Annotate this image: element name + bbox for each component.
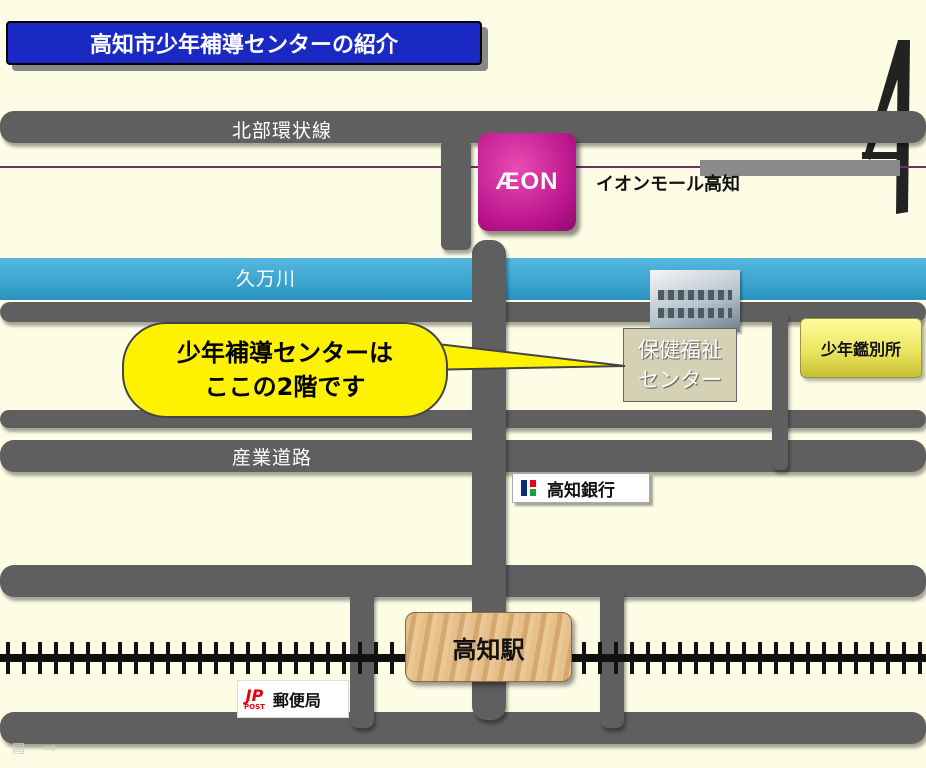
page-title: 高知市少年補導センターの紹介 (6, 21, 482, 65)
road-vertical-kanbetsu (772, 312, 788, 470)
hoken-line1: 保健福祉 (638, 338, 722, 362)
river-label: 久万川 (236, 268, 297, 290)
kochi-bank: 高知銀行 (512, 473, 650, 503)
callout-line2: ここの2階です (204, 373, 366, 401)
bank-label: 高知銀行 (547, 480, 615, 501)
road-lower (0, 565, 926, 597)
kanbetsusho-label: 少年鑑別所 (800, 318, 922, 378)
river-kuma (0, 258, 926, 300)
road-hokubu (0, 111, 926, 143)
slide-next-icon[interactable]: ⇨ (44, 738, 58, 757)
road-bottom (0, 712, 926, 744)
post-logo-icon: JP POST (244, 685, 265, 711)
post-label: 郵便局 (272, 691, 321, 710)
road-sangyo (0, 440, 926, 472)
callout-line1: 少年補導センターは (177, 339, 393, 367)
building-image (650, 270, 740, 332)
kochi-station: 高知駅 (405, 612, 572, 682)
slide-menu-icon[interactable]: ▤ (12, 740, 26, 756)
road-label-sangyo: 産業道路 (232, 447, 313, 469)
center-callout: 少年補導センターは ここの2階です (122, 322, 448, 418)
road-label-hokubu: 北部環状線 (232, 120, 333, 142)
aeon-logo: ÆON (478, 133, 576, 231)
aeon-side-road (700, 160, 900, 176)
bank-logo-icon (521, 480, 536, 496)
aeon-label: イオンモール高知 (596, 174, 740, 195)
hoken-line2: センター (638, 368, 722, 392)
post-office: JP POST 郵便局 (237, 680, 349, 718)
road-vertical-aeon (441, 140, 471, 250)
hoken-fukushi-center: 保健福祉 センター (623, 328, 737, 402)
callout-pointer (420, 340, 626, 372)
